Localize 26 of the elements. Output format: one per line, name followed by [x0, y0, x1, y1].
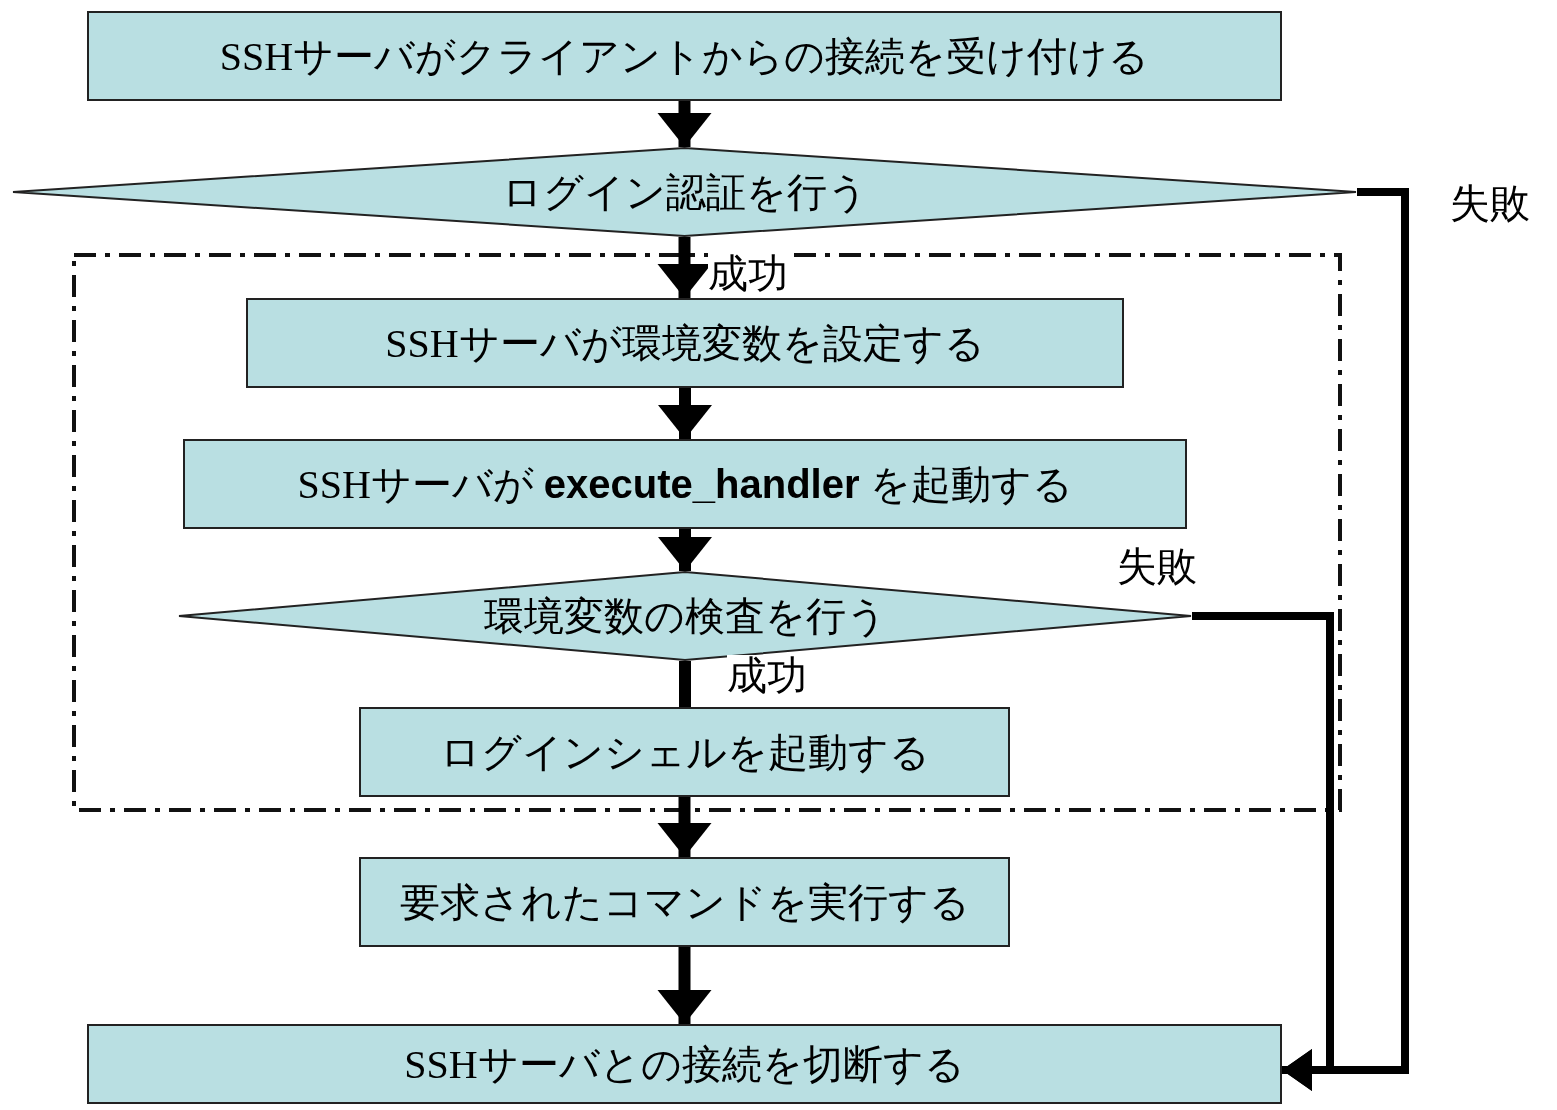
- process-box: [246, 298, 1124, 388]
- arrow: [658, 529, 712, 571]
- edge-label: 成功: [708, 253, 788, 295]
- node-label: SSHサーバがクライアントからの接続を受け付ける: [219, 32, 1150, 81]
- arrow: [657, 797, 712, 857]
- process-box: [87, 11, 1282, 101]
- edge-label: 成功: [727, 655, 807, 697]
- process-box: [87, 1024, 1282, 1104]
- process-box: [359, 857, 1010, 947]
- node-label: SSHサーバが execute_handler を起動する: [297, 460, 1073, 509]
- arrow: [658, 388, 712, 439]
- arrow: [1192, 612, 1334, 1091]
- process-box: [183, 439, 1187, 529]
- node-label: ログイン認証を行う: [501, 168, 868, 217]
- decision-diamond: [12, 147, 1357, 237]
- group-frame: [72, 253, 1342, 812]
- arrow: [657, 947, 712, 1024]
- node-label: SSHサーバが環境変数を設定する: [385, 319, 985, 368]
- edge-label: 失敗: [1450, 183, 1530, 225]
- node-label: SSHサーバとの接続を切断する: [404, 1040, 965, 1089]
- edge-label: 失敗: [1117, 546, 1197, 588]
- node-label: ログインシェルを起動する: [439, 728, 930, 777]
- node-label: 環境変数の検査を行う: [483, 592, 887, 641]
- node-label: 要求されたコマンドを実行する: [399, 878, 970, 927]
- process-box: [359, 707, 1010, 797]
- arrow: [657, 101, 712, 147]
